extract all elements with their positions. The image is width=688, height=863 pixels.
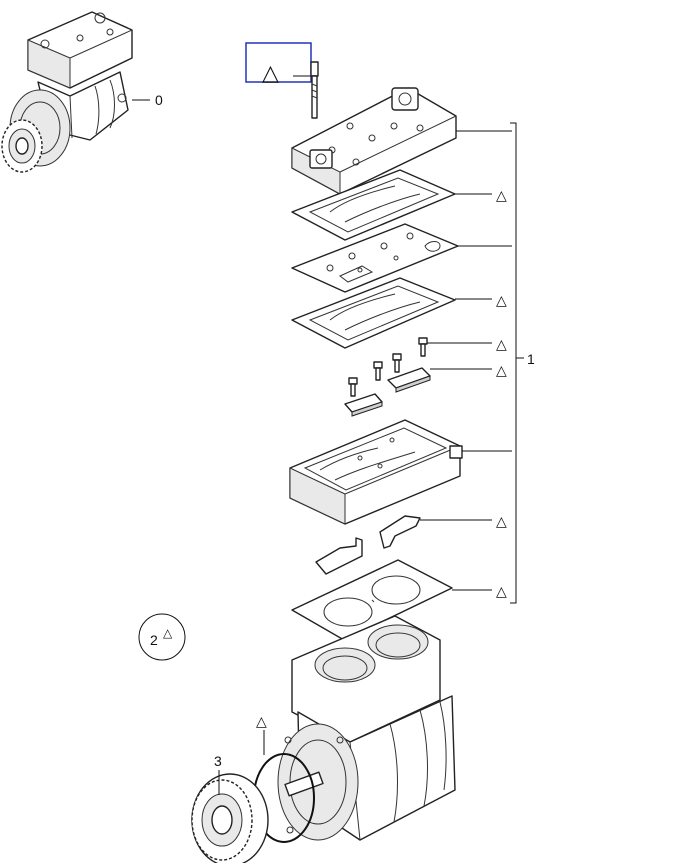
- marker-clip: △: [496, 513, 507, 529]
- kit-bracket: [510, 122, 517, 604]
- marker-gasket-lower: △: [496, 292, 507, 308]
- screw-set: [348, 353, 402, 397]
- small-screw-right: [418, 337, 428, 357]
- marker-clamp: △: [496, 362, 507, 378]
- marker-o-ring: △: [256, 713, 267, 729]
- marker-cyl-gasket: △: [496, 583, 507, 599]
- cylinder-head-bolt: [310, 61, 319, 119]
- callout-3: 3: [214, 753, 222, 769]
- callout-2-circle: [138, 613, 186, 661]
- callout-1: 1: [527, 351, 535, 367]
- callout-2: 2: [150, 632, 158, 648]
- valve-plate: [291, 223, 459, 293]
- marker-callout-2: △: [163, 626, 173, 640]
- crankcase-cylinder-block: [277, 615, 456, 841]
- highlight-box-marker: △: [262, 60, 279, 85]
- marker-gasket-upper: △: [496, 187, 507, 203]
- callout-0: 0: [155, 92, 163, 108]
- gasket-lower: [291, 277, 456, 349]
- cylinder-head: [291, 87, 457, 195]
- marker-small-screw: △: [496, 336, 507, 352]
- spring-clip-left: [315, 537, 363, 575]
- retaining-clamps: [344, 367, 431, 417]
- drive-gear: [191, 773, 269, 863]
- assembled-compressor-illustration: [1, 11, 133, 173]
- spring-clip-right: [379, 515, 421, 549]
- cylinder-gasket: [291, 559, 453, 641]
- valve-block: [289, 419, 463, 525]
